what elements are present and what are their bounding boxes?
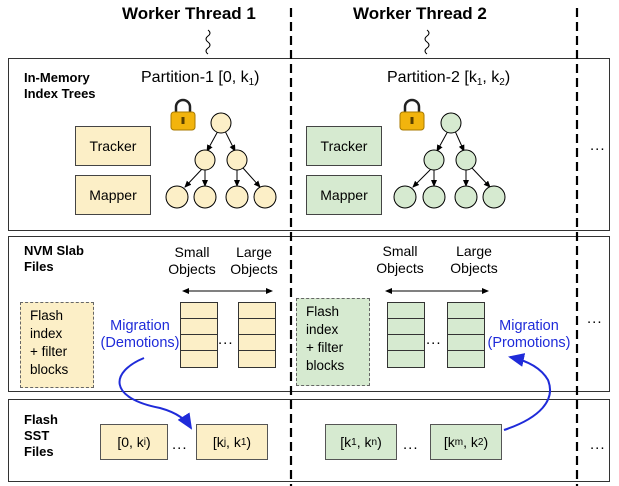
squiggle-icon xyxy=(424,29,430,55)
tracker-box-partition-2: Tracker xyxy=(306,126,382,166)
slab-large-partition-1 xyxy=(238,302,276,368)
small-objects-label-1: Small Objects xyxy=(168,244,216,277)
ellipsis-memory-right: ... xyxy=(590,137,606,154)
large-objects-label-1: Large Objects xyxy=(230,244,278,277)
slab-small-partition-1 xyxy=(180,302,218,368)
partition-1-name: Partition-1 xyxy=(141,69,214,86)
ellipsis-flash-2: ... xyxy=(403,436,419,453)
nvm-layer-label: NVM Slab Files xyxy=(24,243,84,274)
large-objects-label-2: Large Objects xyxy=(450,243,498,276)
ellipsis-nvm-right: ... xyxy=(587,310,603,327)
slab-small-partition-2 xyxy=(387,302,425,368)
ellipsis-nvm-1: ... xyxy=(218,331,234,348)
promotion-arrow xyxy=(503,353,551,431)
partition-1-range: [0, k1) xyxy=(218,69,260,88)
tree-icon xyxy=(165,112,277,209)
small-objects-label-2: Small Objects xyxy=(376,243,424,276)
demotion-arrow xyxy=(118,357,193,430)
mapper-box-partition-1: Mapper xyxy=(75,175,151,215)
slab-large-partition-2 xyxy=(447,302,485,368)
migration-promotions-label: Migration (Promotions) xyxy=(487,318,571,351)
ellipsis-flash-1: ... xyxy=(172,436,188,453)
partition-1-title: Partition-1 [0, k1) xyxy=(141,69,260,88)
worker-thread-1-header: Worker Thread 1 xyxy=(122,4,256,23)
tree-icon xyxy=(393,112,506,209)
flash-layer-label: Flash SST Files xyxy=(24,412,58,459)
flash-index-filter-blocks-2: Flash index + filter blocks xyxy=(296,298,370,386)
memory-layer-label: In-Memory Index Trees xyxy=(24,70,96,101)
worker-thread-2-header: Worker Thread 2 xyxy=(353,4,487,23)
ellipsis-nvm-2: ... xyxy=(426,331,442,348)
partition-2-name: Partition-2 xyxy=(387,69,460,86)
partition-2-range: [k1, k2) xyxy=(464,69,511,88)
mapper-box-partition-2: Mapper xyxy=(306,175,382,215)
migration-demotions-label: Migration (Demotions) xyxy=(100,318,180,351)
flash-index-filter-blocks-1: Flash index + filter blocks xyxy=(20,302,94,388)
squiggle-icon xyxy=(205,29,211,55)
ellipsis-flash-right: ... xyxy=(590,436,606,453)
lock-icon xyxy=(399,98,425,131)
tracker-box-partition-1: Tracker xyxy=(75,126,151,166)
partition-2-title: Partition-2 [k1, k2) xyxy=(387,69,510,88)
lock-icon xyxy=(170,98,196,131)
